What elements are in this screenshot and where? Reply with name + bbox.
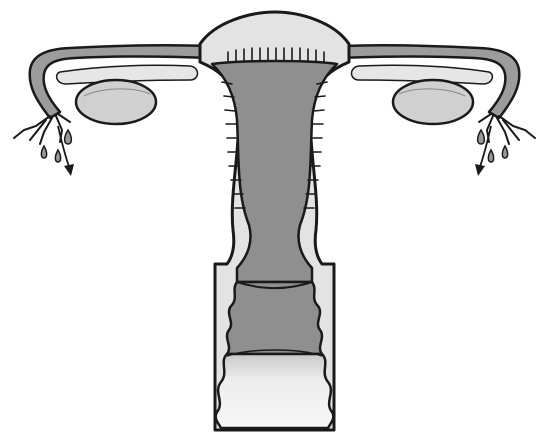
ovum-drop-icon: [41, 146, 46, 158]
ovum-drop-icon: [478, 130, 485, 144]
ovum-drop-icon: [502, 146, 507, 158]
ovum-drop-icon: [488, 150, 493, 162]
uterine-cavity: [212, 61, 337, 282]
vaginal-canal: [216, 354, 334, 428]
ovum-drop-icon: [55, 150, 60, 162]
right-ovary: [393, 80, 473, 124]
left-ovary: [76, 80, 156, 124]
cervical-canal: [227, 282, 322, 354]
ovum-drop-icon: [65, 130, 72, 144]
